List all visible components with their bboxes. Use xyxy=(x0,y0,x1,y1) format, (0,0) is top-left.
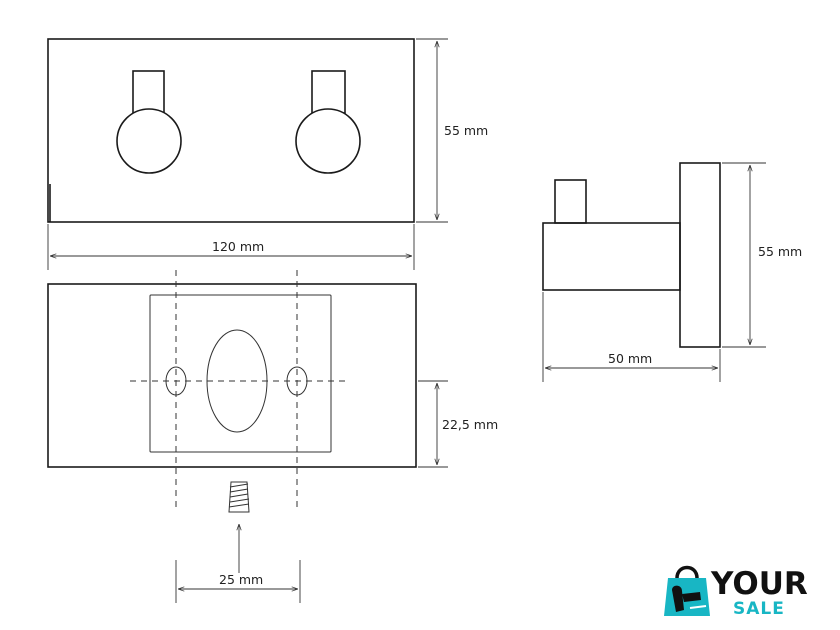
hook-arm xyxy=(542,222,681,291)
mounting-bracket xyxy=(149,294,332,453)
shopping-bag-hand-icon xyxy=(664,565,710,616)
back-plate xyxy=(47,283,417,468)
side-view xyxy=(542,162,721,348)
screw-spacing-dimension: 25 mm xyxy=(175,560,301,603)
side-height-dimension: 55 mm xyxy=(722,162,802,348)
front-width-dimension: 120 mm xyxy=(47,224,415,270)
side-depth-dimension: 50 mm xyxy=(542,292,721,382)
screw-spacing-label: 25 mm xyxy=(219,572,263,587)
side-height-label: 55 mm xyxy=(758,244,802,259)
logo-line2: SALE xyxy=(733,599,785,619)
mount-offset-dimension: 22,5 mm xyxy=(418,380,498,468)
side-plate xyxy=(679,162,721,348)
right-hook xyxy=(295,70,361,174)
side-depth-label: 50 mm xyxy=(608,351,652,366)
front-width-label: 120 mm xyxy=(212,239,264,254)
front-view xyxy=(47,38,415,223)
front-height-label: 55 mm xyxy=(444,123,488,138)
screw xyxy=(228,481,250,573)
front-plate xyxy=(47,38,415,223)
center-opening xyxy=(206,329,268,433)
back-view xyxy=(47,270,417,512)
logo-line1: YOUR xyxy=(710,566,808,602)
mount-offset-label: 22,5 mm xyxy=(442,417,498,432)
hook-tip xyxy=(554,179,587,224)
left-hook xyxy=(116,70,182,174)
front-height-dimension: 55 mm xyxy=(416,38,488,223)
brand-logo: YOUR SALE xyxy=(664,565,808,619)
